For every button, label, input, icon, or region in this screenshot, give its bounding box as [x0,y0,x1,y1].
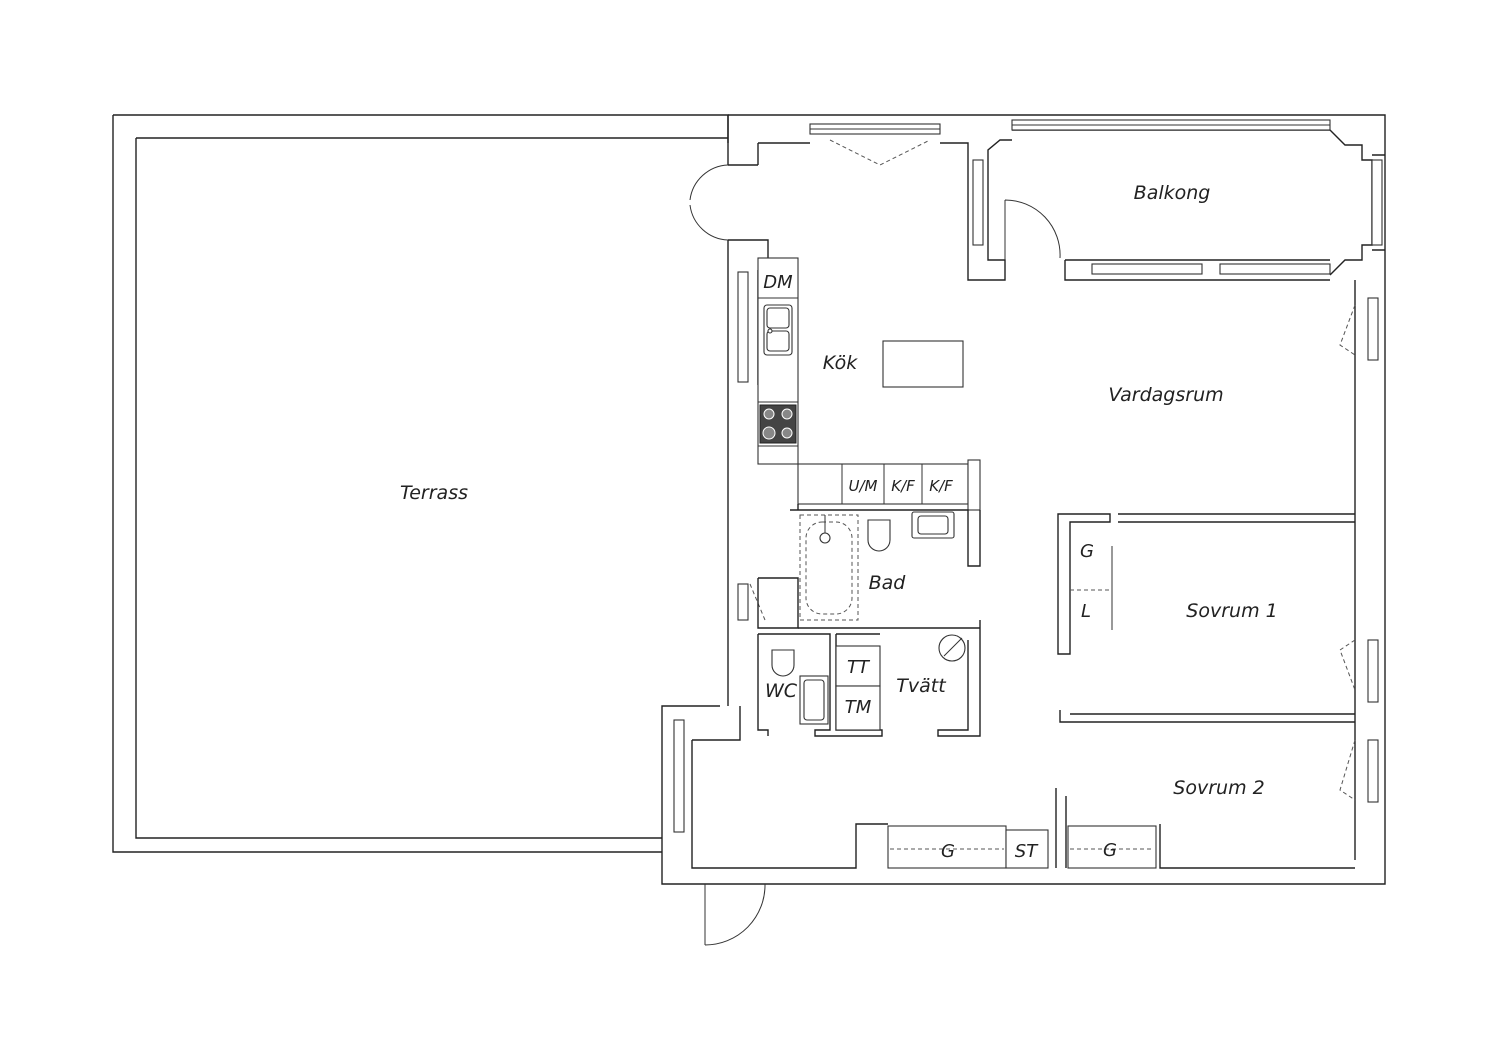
label-wc: WC [765,680,798,702]
label-dm: DM [763,272,793,293]
label-terrass: Terrass [400,482,468,504]
room-labels: Terrass Balkong Kök Vardagsrum Bad Tvätt… [400,182,1278,799]
label-kf-2: K/F [929,477,953,495]
label-tt: TT [847,657,871,678]
label-vardagsrum: Vardagsrum [1108,384,1223,406]
label-sovrum1: Sovrum 1 [1186,600,1277,622]
interior-walls [757,504,1355,868]
label-kf-1: K/F [891,477,915,495]
label-st-hall: ST [1015,841,1039,862]
label-balkong: Balkong [1134,182,1211,204]
label-l-sovrum1: L [1081,601,1091,622]
label-bad: Bad [869,572,907,594]
label-tvatt: Tvätt [896,675,947,697]
label-kok: Kök [823,352,858,374]
fixture-labels: DM U/M K/F K/F TT TM G L G ST G [763,272,1117,862]
kitchen-island [882,340,964,388]
label-um: U/M [849,477,878,495]
bathroom-fixtures [771,511,966,731]
label-g-sovrum1: G [1080,541,1094,562]
kitchen-counter [757,257,981,511]
label-tm: TM [845,697,872,718]
label-g-sovrum2: G [1103,840,1117,861]
windows [673,119,1383,833]
exterior-walls [661,114,1386,885]
label-sovrum2: Sovrum 2 [1173,777,1264,799]
doors [689,139,1356,946]
label-g-hall: G [941,841,955,862]
hall-wardrobes [887,825,1157,869]
